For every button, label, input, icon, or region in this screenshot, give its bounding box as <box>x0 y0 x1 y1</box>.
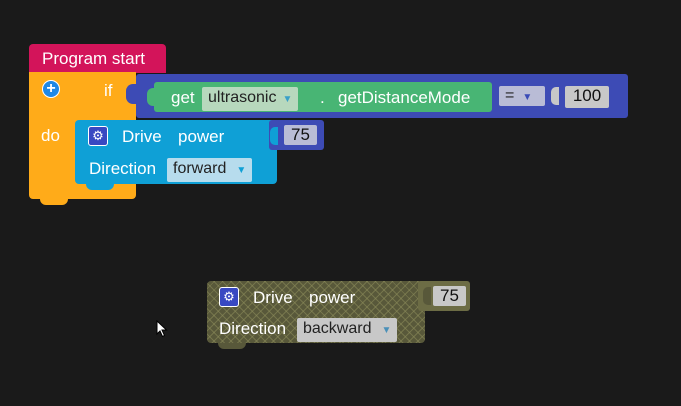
power-value-input[interactable]: 75 <box>433 286 466 306</box>
sensor-block-connector <box>147 88 157 106</box>
operator-dropdown[interactable]: =▼ <box>499 86 545 106</box>
drive-block-notch <box>86 184 114 190</box>
power-label: power <box>178 127 225 146</box>
operator-value: = <box>505 87 515 104</box>
direction-dropdown-value: forward <box>173 160 227 177</box>
get-label: get <box>171 88 195 107</box>
direction-dropdown-value: backward <box>303 320 372 337</box>
power-connector <box>423 287 431 305</box>
dropdown-arrow-icon: ▼ <box>522 92 533 103</box>
drive-label: Drive <box>122 127 162 146</box>
sensor-dropdown[interactable]: ultrasonic ▼ <box>202 87 299 111</box>
add-else-plus-icon[interactable]: + <box>42 80 60 98</box>
sensor-dropdown-value: ultrasonic <box>208 89 277 106</box>
dropdown-arrow-icon: ▼ <box>381 325 392 336</box>
program-start-block[interactable]: Program start <box>29 44 166 73</box>
power-value-input[interactable]: 75 <box>284 125 317 145</box>
dropdown-arrow-icon: ▼ <box>236 165 247 176</box>
direction-dropdown[interactable]: forward ▼ <box>167 158 253 182</box>
gear-icon[interactable]: ⚙ <box>219 287 239 307</box>
dropdown-arrow-icon: ▼ <box>282 94 293 105</box>
if-block-notch <box>40 199 68 205</box>
do-label: do <box>41 126 60 145</box>
drive-label: Drive <box>253 288 293 307</box>
drive-block-disabled-notch <box>218 343 246 349</box>
dot-separator: . <box>320 88 325 107</box>
direction-label: Direction <box>89 159 157 178</box>
program-start-label: Program start <box>42 49 145 68</box>
gear-icon[interactable]: ⚙ <box>88 126 108 146</box>
number-connector <box>551 87 559 105</box>
power-label: power <box>309 288 356 307</box>
power-connector <box>270 127 278 145</box>
mouse-cursor-icon <box>156 320 168 338</box>
direction-label: Direction <box>219 319 287 338</box>
compare-value-input[interactable]: 100 <box>565 86 609 108</box>
direction-dropdown[interactable]: backward ▼ <box>297 318 398 342</box>
method-label: getDistanceMode <box>338 88 471 107</box>
if-label: if <box>104 81 113 100</box>
